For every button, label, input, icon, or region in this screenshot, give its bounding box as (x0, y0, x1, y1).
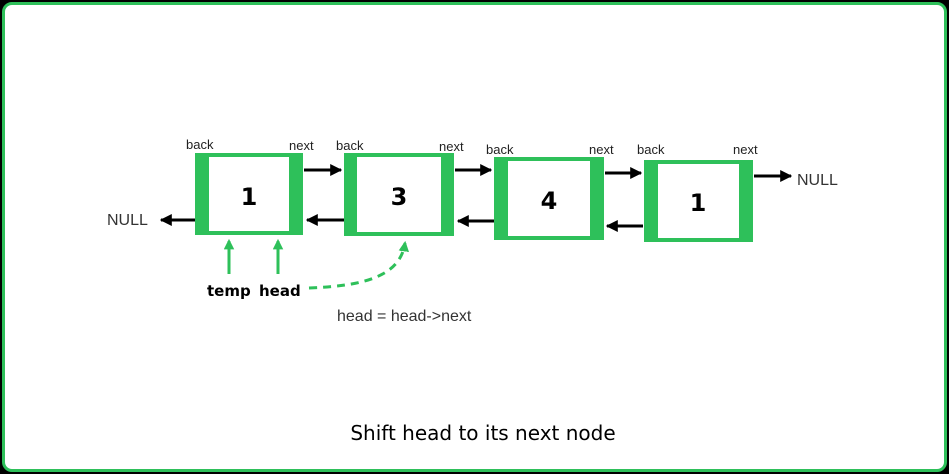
node-0-next-label: next (289, 138, 314, 153)
null-right-label: NULL (797, 172, 838, 189)
caption: Shift head to its next node (350, 421, 615, 445)
head-pointer-label: head (259, 282, 301, 300)
node-1-value: 3 (391, 183, 408, 211)
node-3: 1 back next (637, 142, 758, 242)
node-1: 3 back next (336, 138, 464, 236)
node-3-back-label: back (637, 142, 665, 157)
node-0-value: 1 (241, 183, 258, 211)
node-2-next-label: next (589, 142, 614, 157)
node-1-back-label: back (336, 138, 364, 153)
node-3-next-label: next (733, 142, 758, 157)
null-left-label: NULL (107, 212, 148, 229)
node-2: 4 back next (486, 142, 614, 240)
node-2-back-label: back (486, 142, 514, 157)
head-shift-dashed-arrow (308, 240, 409, 290)
node-2-value: 4 (541, 187, 558, 215)
node-3-value: 1 (690, 189, 707, 217)
operation-text: head = head->next (337, 308, 472, 325)
node-1-next-label: next (439, 139, 464, 154)
node-0: 1 back next (186, 137, 314, 235)
node-0-back-label: back (186, 137, 214, 152)
temp-pointer-label: temp (207, 282, 251, 300)
